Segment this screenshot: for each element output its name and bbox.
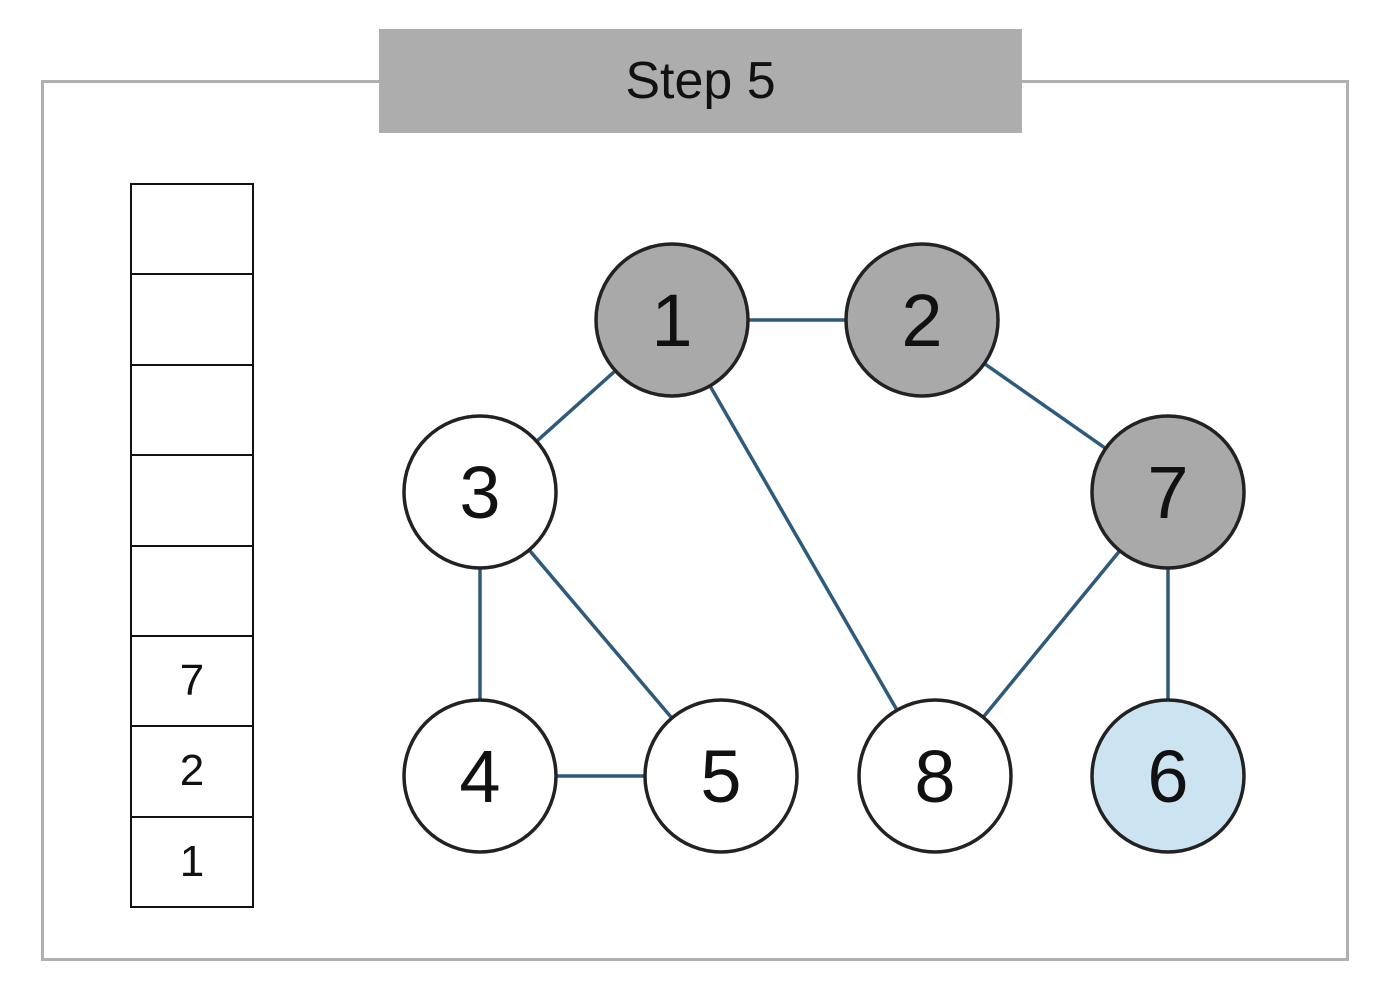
stack: 7 2 1 [130, 183, 254, 908]
node-4: 4 [402, 698, 558, 854]
node-3: 3 [402, 414, 558, 570]
node-circle-5 [643, 698, 799, 854]
stack-cell [130, 273, 254, 366]
node-circle-2 [844, 242, 1000, 398]
node-circle-7 [1090, 414, 1246, 570]
node-label-4: 4 [459, 735, 500, 818]
node-circle-8 [857, 698, 1013, 854]
nodes-layer: 1 2 3 4 5 6 7 8 [402, 242, 1246, 854]
node-label-5: 5 [700, 735, 741, 818]
node-circle-3 [402, 414, 558, 570]
node-5: 5 [643, 698, 799, 854]
stack-cell: 1 [130, 815, 254, 908]
node-label-1: 1 [651, 279, 692, 362]
edges-layer [478, 318, 1170, 778]
node-label-6: 6 [1147, 735, 1188, 818]
edge-1-8 [670, 319, 937, 777]
stack-cell [130, 183, 254, 276]
node-1: 1 [594, 242, 750, 398]
node-2: 2 [844, 242, 1000, 398]
node-8: 8 [857, 698, 1013, 854]
stack-cell [130, 544, 254, 637]
node-6: 6 [1090, 698, 1246, 854]
node-label-2: 2 [901, 279, 942, 362]
node-circle-6 [1090, 698, 1246, 854]
node-circle-1 [594, 242, 750, 398]
stack-cell [130, 454, 254, 547]
node-label-3: 3 [459, 451, 500, 534]
node-7: 7 [1090, 414, 1246, 570]
node-label-8: 8 [914, 735, 955, 818]
stack-cell: 2 [130, 725, 254, 818]
stack-cell: 7 [130, 634, 254, 728]
node-circle-4 [402, 698, 558, 854]
step-title: Step 5 [379, 29, 1022, 133]
node-label-7: 7 [1147, 451, 1188, 534]
